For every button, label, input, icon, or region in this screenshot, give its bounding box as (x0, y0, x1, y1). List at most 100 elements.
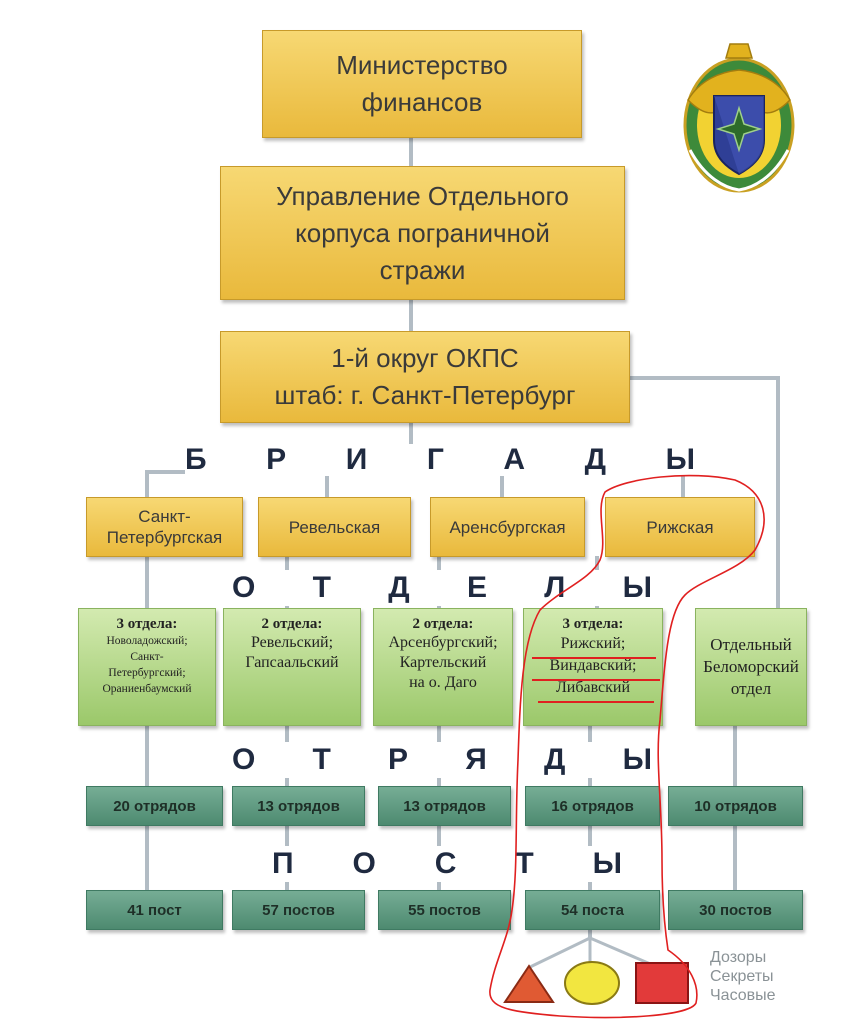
heading-letter: Б (185, 443, 207, 476)
connector-line (145, 725, 149, 787)
detachment-box: 13 отрядов (378, 786, 511, 826)
heading-departments: О Т Д Е Л Ы (232, 570, 652, 606)
post-box: 41 пост (86, 890, 223, 930)
department-box: 2 отдела: Арсенбургский; Картельский на … (373, 608, 513, 726)
post-label: 55 постов (408, 901, 481, 919)
heading-letter: Е (466, 571, 487, 604)
department-text: Рижский; (560, 635, 626, 652)
department-text: Арсенбургский; Картельский на о. Даго (388, 634, 498, 691)
post-label: 54 поста (561, 901, 624, 919)
heading-letter: С (434, 847, 457, 880)
heading-letter: Ы (665, 443, 695, 476)
shield-icon (713, 95, 765, 176)
heading-letter: О (352, 847, 376, 880)
crown-icon (725, 43, 753, 59)
heading-letter: Я (465, 743, 487, 776)
post-box: 54 поста (525, 890, 660, 930)
heading-letter: Д (584, 443, 607, 476)
brigade-label: Ревельская (288, 517, 381, 537)
connector-line (145, 470, 149, 500)
brigade-label: Аренсбургская (449, 517, 566, 537)
legend: Дозоры Секреты Часовые (710, 948, 776, 1005)
department-box: 2 отдела: Ревельский; Гапсаальский (223, 608, 361, 726)
connector-line (733, 725, 737, 787)
post-box: 30 постов (668, 890, 803, 930)
heading-letter: Р (266, 443, 287, 476)
heading-letter: Ы (592, 847, 622, 880)
ministry-label: Министерство финансов (336, 50, 508, 117)
heading-letter: Д (388, 571, 410, 604)
heading-letter: Т (312, 743, 331, 776)
detachment-box: 20 отрядов (86, 786, 223, 826)
connector-line (145, 826, 149, 890)
department-title: 2 отдела: (412, 616, 474, 632)
detachment-label: 20 отрядов (113, 797, 196, 815)
heading-brigades: Б Р И Г А Д Ы (185, 444, 695, 476)
detachment-label: 13 отрядов (403, 797, 486, 815)
legend-item: Секреты (710, 968, 774, 985)
department-title: 3 отдела: (562, 616, 624, 632)
ministry-box: Министерство финансов (262, 30, 582, 138)
connector-line (776, 376, 780, 608)
heading-letter: Ы (622, 571, 652, 604)
eagle-wings-icon (687, 69, 791, 114)
department-title: 2 отдела: (261, 616, 323, 632)
cross-icon (715, 105, 763, 153)
post-label: 30 постов (699, 901, 772, 919)
department-text: Виндавский; (549, 657, 637, 674)
detachment-box: 10 отрядов (668, 786, 803, 826)
heading-letter: Р (388, 743, 409, 776)
emblem-ribbon (688, 149, 790, 192)
border-service-emblem (683, 43, 795, 193)
post-box: 55 постов (378, 890, 511, 930)
circle-icon (564, 961, 620, 1005)
heading-letter: О (232, 743, 256, 776)
department-text: Отдельный Беломорский отдел (703, 635, 799, 698)
post-label: 57 постов (262, 901, 335, 919)
detachment-box: 16 отрядов (525, 786, 660, 826)
heading-letter: И (345, 443, 368, 476)
legend-item: Дозоры (710, 949, 767, 966)
district-label: 1-й округ ОКПС штаб: г. Санкт-Петербург (274, 343, 576, 410)
directorate-box: Управление Отдельного корпуса погранично… (220, 166, 625, 300)
department-title: 3 отдела: (116, 616, 178, 632)
district-box: 1-й округ ОКПС штаб: г. Санкт-Петербург (220, 331, 630, 423)
emblem-wreath (683, 57, 795, 193)
heading-posts: П О С Т Ы (272, 846, 622, 882)
detachment-label: 13 отрядов (257, 797, 340, 815)
brigade-label: Рижская (646, 517, 714, 537)
detachment-box: 13 отрядов (232, 786, 365, 826)
heading-letter: Л (544, 571, 566, 604)
department-box-riga: 3 отдела: Рижский; Виндавский; Либавский (523, 608, 663, 726)
connector-line (409, 137, 413, 167)
square-icon (635, 962, 689, 1004)
brigade-label: Санкт- Петербургская (106, 507, 223, 547)
brigade-box: Аренсбургская (430, 497, 585, 557)
connector-line (733, 826, 737, 890)
connector-line (630, 376, 780, 380)
brigade-box: Ревельская (258, 497, 411, 557)
connector-line (588, 930, 592, 940)
heading-letter: О (232, 571, 256, 604)
heading-letter: Д (544, 743, 566, 776)
post-box: 57 постов (232, 890, 365, 930)
heading-letter: П (272, 847, 294, 880)
directorate-label: Управление Отдельного корпуса погранично… (276, 180, 569, 285)
department-box-belomorsky: Отдельный Беломорский отдел (695, 608, 807, 726)
department-text: Ревельский; Гапсаальский (245, 634, 339, 671)
brigade-box: Рижская (605, 497, 755, 557)
department-text: Либавский (555, 679, 631, 696)
triangle-icon (503, 964, 555, 1003)
legend-item: Часовые (710, 987, 776, 1004)
heading-letter: Т (312, 571, 331, 604)
detachment-label: 10 отрядов (694, 797, 777, 815)
heading-letter: Т (515, 847, 534, 880)
emblem-inner (697, 72, 781, 178)
post-label: 41 пост (127, 901, 182, 919)
connector-line (409, 300, 413, 332)
heading-letter: Ы (622, 743, 652, 776)
detachment-label: 16 отрядов (551, 797, 634, 815)
connector-line (325, 470, 329, 500)
legend-connector (527, 936, 656, 970)
heading-letter: А (503, 443, 526, 476)
